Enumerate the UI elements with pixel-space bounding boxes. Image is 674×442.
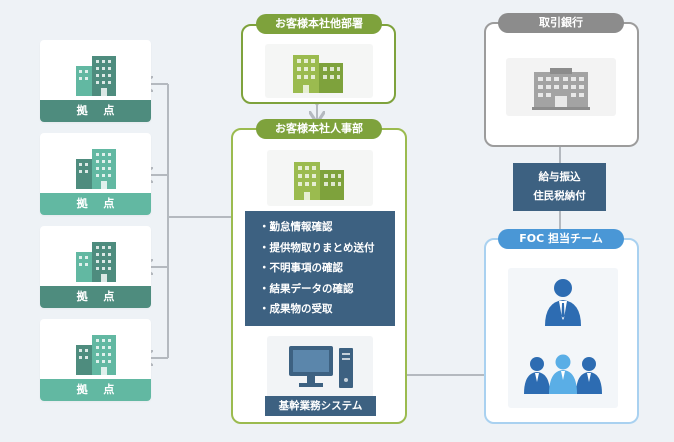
transfer-line-1: 給与振込 bbox=[538, 171, 581, 183]
task-item: 勤怠情報確認 bbox=[259, 217, 395, 238]
manager-icon bbox=[545, 279, 581, 326]
building-icon bbox=[76, 149, 116, 189]
task-list: 勤怠情報確認 提供物取りまとめ送付 不明事項の確認 結果データの確認 成果物の受… bbox=[245, 211, 395, 326]
office-building-icon bbox=[294, 162, 344, 200]
task-item: 提供物取りまとめ送付 bbox=[259, 238, 395, 259]
system-label: 基幹業務システム bbox=[265, 396, 376, 416]
other-dept-title: お客様本社他部署 bbox=[256, 14, 382, 34]
task-item: 不明事項の確認 bbox=[259, 258, 395, 279]
bank-building-box bbox=[506, 58, 616, 116]
branch-label: 拠 点 bbox=[40, 379, 151, 401]
foc-staff-box bbox=[508, 268, 618, 408]
other-dept-building-box bbox=[265, 44, 373, 98]
branch-card-1: 拠 点 bbox=[40, 40, 151, 122]
bank-title: 取引銀行 bbox=[498, 13, 624, 33]
foc-panel bbox=[484, 238, 639, 424]
building-icon bbox=[76, 242, 116, 282]
branch-label: 拠 点 bbox=[40, 286, 151, 308]
branch-card-4: 拠 点 bbox=[40, 319, 151, 401]
branch-label: 拠 点 bbox=[40, 100, 151, 122]
branch-card-2: 拠 点 bbox=[40, 133, 151, 215]
transfer-line-2: 住民税納付 bbox=[533, 190, 586, 202]
office-building-icon bbox=[293, 55, 343, 93]
bank-building-icon bbox=[532, 68, 590, 110]
branch-card-3: 拠 点 bbox=[40, 226, 151, 308]
computer-icon bbox=[289, 346, 353, 388]
system-box bbox=[267, 336, 373, 398]
task-item: 成果物の受取 bbox=[259, 299, 395, 320]
hr-dept-title: お客様本社人事部 bbox=[256, 119, 382, 139]
bank-panel bbox=[484, 22, 639, 147]
task-item: 結果データの確認 bbox=[259, 279, 395, 300]
people-icon bbox=[524, 354, 602, 394]
other-dept-panel bbox=[241, 24, 396, 104]
branch-label: 拠 点 bbox=[40, 193, 151, 215]
hr-dept-building-box bbox=[267, 150, 373, 206]
building-icon bbox=[76, 56, 116, 96]
transfer-box: 給与振込 住民税納付 bbox=[513, 163, 606, 211]
building-icon bbox=[76, 335, 116, 375]
foc-title: FOC 担当チーム bbox=[498, 229, 624, 249]
